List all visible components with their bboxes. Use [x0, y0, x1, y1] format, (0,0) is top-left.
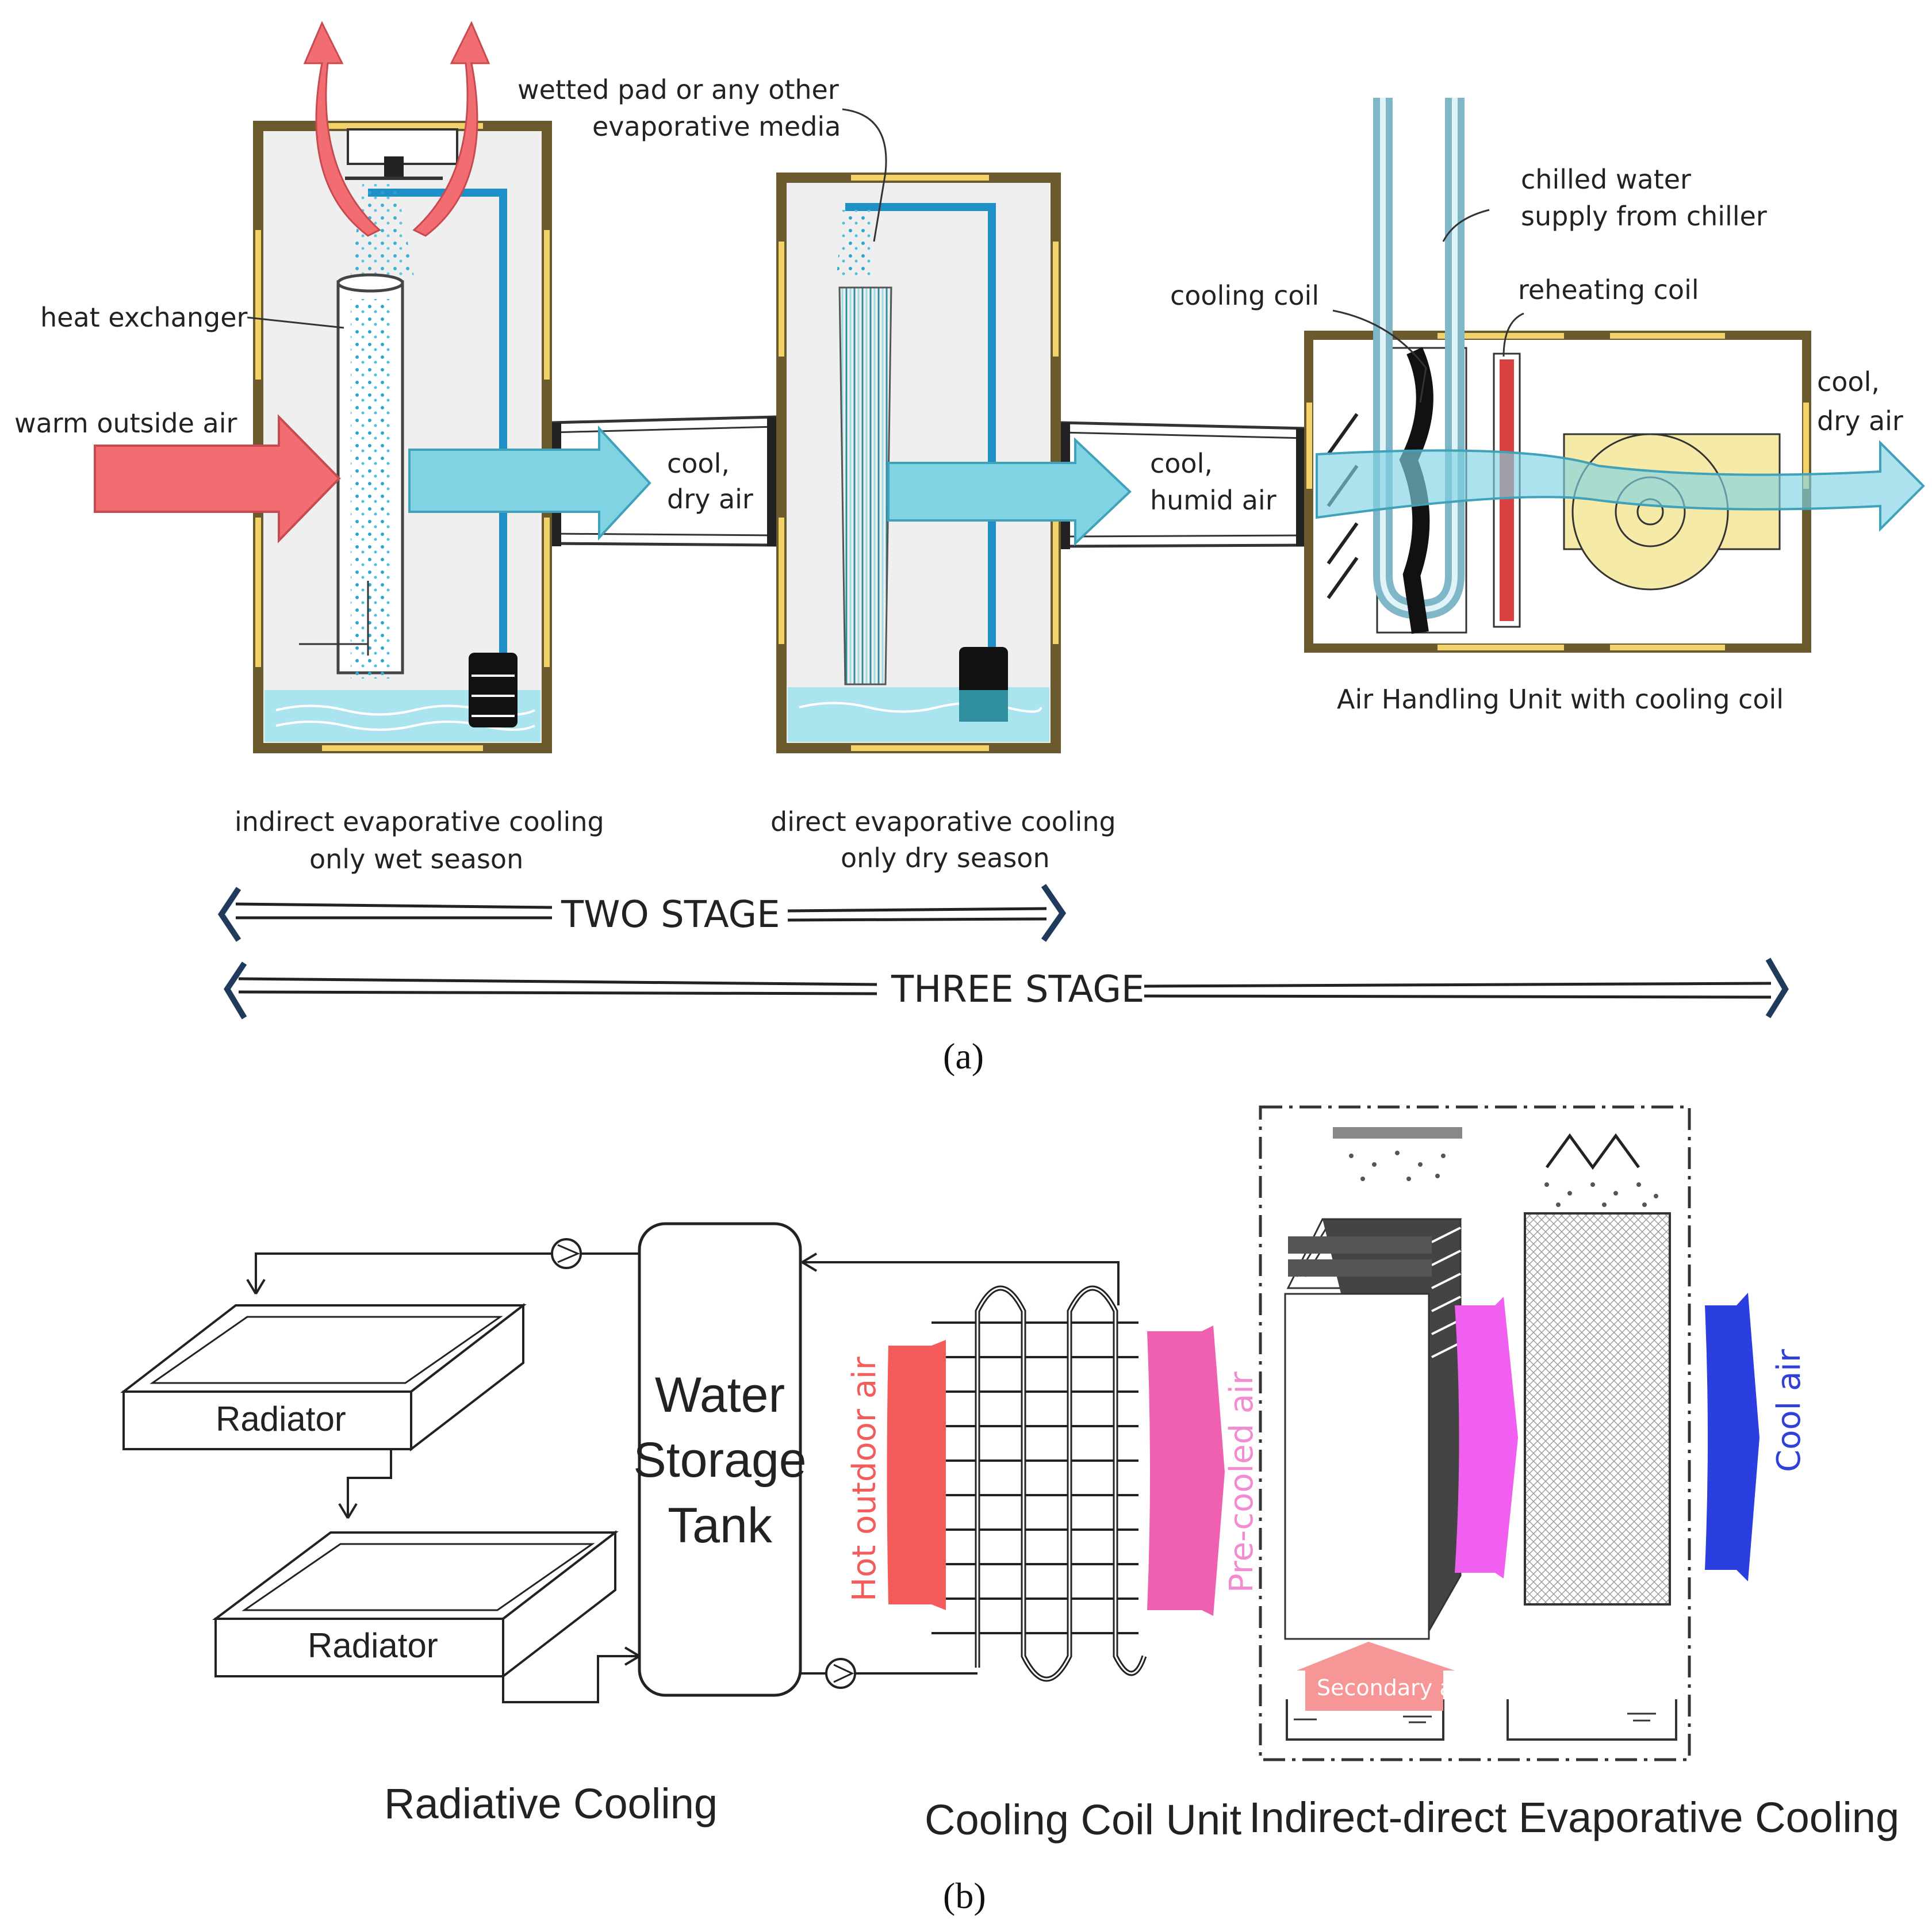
label-wetted-pad-2: evaporative media: [592, 111, 841, 142]
label-radiator-2: Radiator: [308, 1626, 438, 1665]
exhaust-arrow-left: [303, 21, 381, 237]
radiator-1: [120, 1302, 527, 1452]
evaporative-enclosure: [1259, 1105, 1691, 1761]
caption-panel-b: (b): [943, 1875, 986, 1916]
label-two-stage: TWO STAGE: [561, 894, 780, 936]
cool-dry-air-arrow: [408, 425, 651, 541]
label-cool-dry-out-2: dry air: [1817, 405, 1903, 436]
label-cooling-coil: cooling coil: [1170, 280, 1319, 311]
hot-outdoor-air-arrow: [887, 1340, 946, 1610]
label-three-stage: THREE STAGE: [891, 968, 1144, 1011]
leader-lines: [247, 108, 1524, 403]
label-warm-outside-air: warm outside air: [14, 408, 237, 439]
pre-cooled-air-arrow: [1147, 1325, 1225, 1616]
caption-stage1-line1: indirect evaporative cooling: [235, 806, 604, 837]
caption-stage1-line2: only wet season: [309, 844, 523, 875]
caption-cooling-coil-unit: Cooling Coil Unit: [925, 1796, 1242, 1844]
direct-basin: [1506, 1699, 1677, 1741]
label-cool-humid-1: cool,: [1150, 448, 1213, 479]
caption-panel-a: (a): [943, 1036, 984, 1076]
ahu-air-stream: [1316, 440, 1925, 532]
direct-sprayer: [1545, 1133, 1640, 1170]
label-cool-dry-1: cool,: [667, 448, 730, 479]
wetted-pad: [838, 286, 892, 685]
panel-a: wetted pad or any other evaporative medi…: [14, 21, 1925, 1076]
label-tank-1: Water: [655, 1367, 785, 1423]
cool-humid-air-arrow: [887, 437, 1132, 546]
label-cool-dry-out-1: cool,: [1817, 366, 1880, 397]
indirect-sprayer: [1333, 1127, 1462, 1139]
indirect-basin: [1286, 1699, 1444, 1741]
label-cool-air: Cool air: [1770, 1348, 1808, 1472]
label-chilled-water-1: chilled water: [1521, 164, 1691, 195]
label-chilled-water-2: supply from chiller: [1521, 201, 1767, 232]
caption-stage2-line1: direct evaporative cooling: [770, 806, 1116, 837]
air-handling-unit: [1304, 98, 1925, 653]
caption-ahu: Air Handling Unit with cooling coil: [1337, 684, 1784, 715]
secondary-air-arrow: [1297, 1642, 1455, 1711]
two-stage-span: TWO STAGE: [217, 884, 1067, 942]
label-wetted-pad-1: wetted pad or any other: [518, 74, 839, 105]
cool-air-arrow: [1705, 1293, 1759, 1581]
label-cool-humid-2: humid air: [1150, 485, 1276, 516]
exhaust-arrow-right: [412, 21, 490, 237]
label-tank-3: Tank: [668, 1498, 773, 1553]
indirect-cooler-unit: [253, 21, 552, 753]
pump-bottom: [825, 1658, 856, 1689]
panel-b: Radiator Radiator Water Storage Tank: [120, 1105, 1899, 1916]
label-radiator-1: Radiator: [216, 1400, 346, 1438]
label-secondary-air: Secondary air: [1317, 1675, 1468, 1700]
label-hot-outdoor-air: Hot outdoor air: [846, 1356, 883, 1602]
water-storage-tank: [638, 1222, 802, 1697]
radiator-2: [212, 1530, 619, 1679]
warm-air-arrow: [94, 414, 341, 543]
water-piping: [246, 1252, 1120, 1703]
cooling-coil-grid: [931, 1285, 1147, 1682]
caption-radiative-cooling: Radiative Cooling: [384, 1780, 718, 1828]
indirect-plate-stack: [1284, 1218, 1462, 1640]
label-cool-dry-2: dry air: [667, 484, 753, 515]
direct-evaporative-pad: [1524, 1212, 1671, 1606]
label-reheating-coil: reheating coil: [1518, 274, 1699, 305]
three-stage-span: THREE STAGE: [224, 957, 1789, 1020]
caption-stage2-line2: only dry season: [841, 842, 1050, 874]
evaporative-air-arrow: [1455, 1297, 1518, 1579]
label-heat-exchanger: heat exchanger: [40, 302, 247, 333]
label-tank-2: Storage: [633, 1432, 806, 1488]
pump-top: [551, 1238, 582, 1269]
caption-evaporative-cooling: Indirect-direct Evaporative Cooling: [1249, 1794, 1899, 1841]
label-pre-cooled-air: Pre-cooled air: [1223, 1371, 1260, 1593]
